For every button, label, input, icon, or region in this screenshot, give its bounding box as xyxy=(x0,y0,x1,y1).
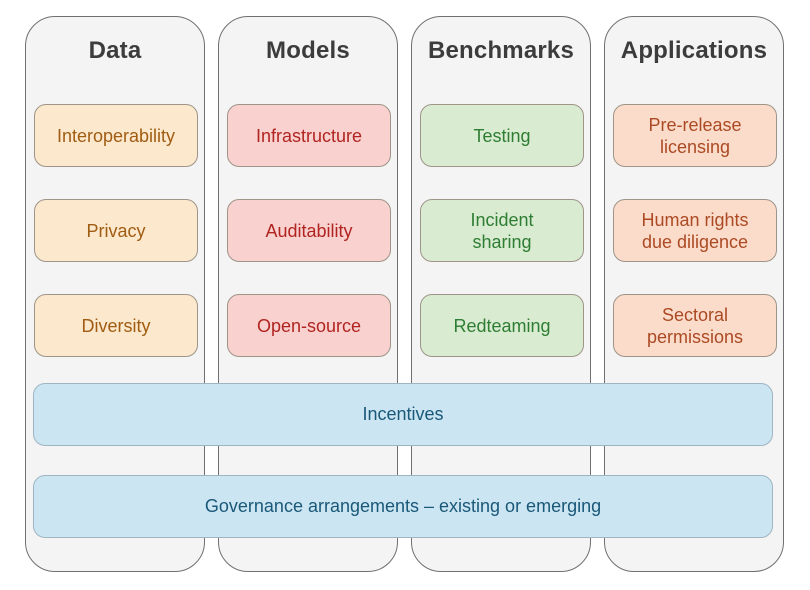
topic-card: Incident sharing xyxy=(420,199,584,262)
column-title: Benchmarks xyxy=(427,37,575,64)
column-title: Models xyxy=(266,37,350,64)
topic-card: Human rights due diligence xyxy=(613,199,777,262)
column-title: Applications xyxy=(620,37,768,64)
topic-card: Redteaming xyxy=(420,294,584,357)
topic-card: Open-source xyxy=(227,294,391,357)
topic-card: Sectoral permissions xyxy=(613,294,777,357)
incentives-bar: Incentives xyxy=(33,383,773,446)
topic-card: Diversity xyxy=(34,294,198,357)
topic-card: Auditability xyxy=(227,199,391,262)
column-title: Data xyxy=(88,37,142,64)
topic-card: Testing xyxy=(420,104,584,167)
governance-bar: Governance arrangements – existing or em… xyxy=(33,475,773,538)
topic-card: Interoperability xyxy=(34,104,198,167)
topic-card: Privacy xyxy=(34,199,198,262)
topic-card: Pre-release licensing xyxy=(613,104,777,167)
topic-card: Infrastructure xyxy=(227,104,391,167)
